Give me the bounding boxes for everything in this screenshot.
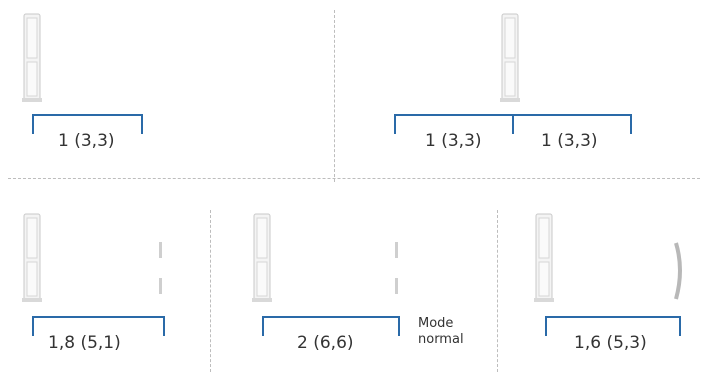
- divider-bottom-left: [210, 210, 211, 372]
- range-bracket: [262, 316, 400, 336]
- antenna-device-icon: [22, 13, 42, 102]
- dashed-post-icon: [159, 242, 162, 294]
- mode-label-line1: Mode: [418, 316, 454, 331]
- antenna-device-icon: [22, 213, 42, 302]
- antenna-device-icon: [500, 13, 520, 102]
- range-bracket: [32, 316, 165, 336]
- range-bracket: [32, 114, 143, 134]
- range-label: 2 (6,6): [297, 333, 354, 353]
- divider-bottom-right: [497, 210, 498, 372]
- dashed-post-icon: [395, 242, 398, 294]
- mode-label-line2: normal: [418, 332, 464, 347]
- range-bracket-divider: [512, 114, 514, 134]
- range-bracket: [545, 316, 681, 336]
- dashed-post-icon: [674, 242, 682, 300]
- antenna-device-icon: [534, 213, 554, 302]
- divider-top-center: [334, 10, 335, 182]
- antenna-device-icon: [252, 213, 272, 302]
- range-label: 1,6 (5,3): [574, 333, 647, 353]
- mode-label: Mode normal: [418, 316, 464, 348]
- range-label: 1 (3,3): [58, 131, 115, 151]
- range-label: 1 (3,3): [425, 131, 482, 151]
- range-label: 1,8 (5,1): [48, 333, 121, 353]
- range-label: 1 (3,3): [541, 131, 598, 151]
- divider-horizontal: [8, 178, 700, 179]
